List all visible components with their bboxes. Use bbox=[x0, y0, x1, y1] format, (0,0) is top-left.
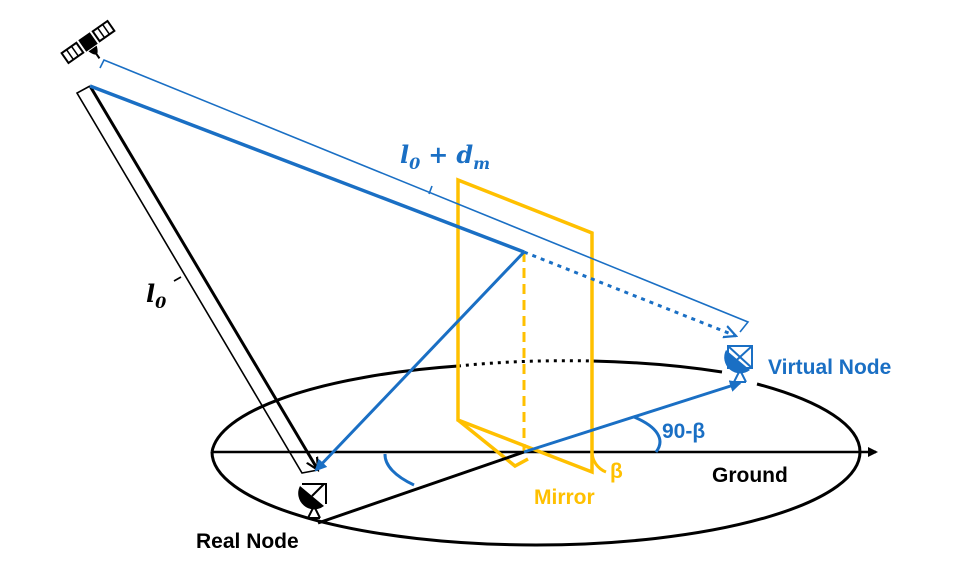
mirror-plane bbox=[456, 177, 594, 475]
dish-antenna-icon bbox=[298, 483, 327, 519]
mirror-label: Mirror bbox=[534, 486, 595, 509]
ground-label: Ground bbox=[712, 464, 788, 487]
mirror-ground-edge bbox=[456, 418, 529, 469]
satellite-icon bbox=[60, 19, 116, 65]
virtual-extension-ray bbox=[523, 250, 736, 336]
real-node-label: Real Node bbox=[196, 530, 299, 553]
l0-dm-bracket bbox=[99, 58, 750, 333]
reflected-ray bbox=[314, 250, 526, 472]
ground-ellipse-back-left bbox=[210, 364, 459, 453]
ground-ellipse-back-hidden bbox=[457, 359, 593, 368]
virtual-node-ground-line bbox=[523, 380, 742, 454]
l0-path bbox=[88, 85, 320, 470]
incident-ray bbox=[89, 84, 525, 254]
real-node-ground-line bbox=[317, 450, 525, 525]
beta-label: β bbox=[610, 460, 623, 483]
l0-plus-dm-label: l0+dm bbox=[400, 140, 490, 173]
l0-bracket bbox=[75, 85, 319, 474]
dish-antenna-icon bbox=[724, 345, 753, 383]
ninety-minus-beta-arc bbox=[633, 415, 662, 453]
ninety-minus-beta-label: 90-β bbox=[662, 420, 705, 443]
l0-bracket-tick bbox=[173, 276, 182, 282]
incident-angle-arc bbox=[383, 453, 415, 487]
l0-label: l0 bbox=[146, 279, 166, 312]
l0-dm-bracket-tick bbox=[428, 185, 433, 195]
beta-angle-arc bbox=[590, 451, 607, 474]
ground-ellipse-back-right bbox=[591, 359, 723, 374]
ground-ellipse-front bbox=[210, 382, 862, 547]
virtual-node-label: Virtual Node bbox=[768, 356, 891, 379]
